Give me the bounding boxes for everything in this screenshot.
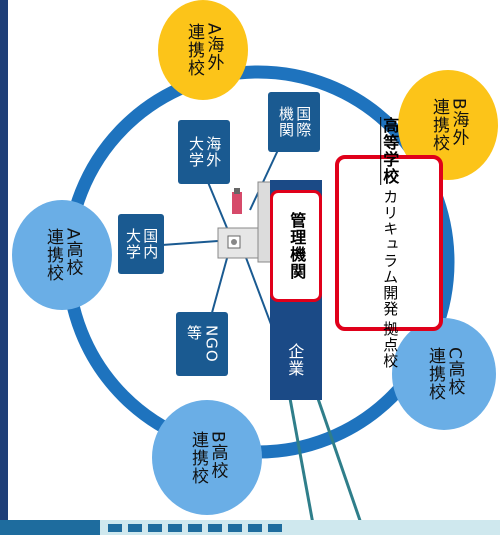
management-organization-box: 管理機関 <box>270 190 322 302</box>
connector-intl-org <box>249 149 279 211</box>
bottom-bar-solid <box>0 520 100 535</box>
high-school-text: 高等学校 カリキュラム開発 拠点校 <box>380 117 400 369</box>
international-org-box: 国際 機関 <box>268 92 320 152</box>
bottom-bar <box>0 520 500 535</box>
high-school-line2: カリキュラム開発 <box>381 189 400 317</box>
domestic-university-label: 国内 大学 <box>124 228 160 260</box>
overseas-university-box: 海外 大学 <box>178 120 230 184</box>
left-frame-bar <box>0 0 8 520</box>
ngo-box: NGO 等 <box>176 312 228 376</box>
c-high-label: C高校 連携校 <box>425 347 465 401</box>
high-school-core-box: 高等学校 カリキュラム開発 拠点校 <box>335 117 443 369</box>
a-high-school-partner-node: A高校 連携校 <box>12 200 112 310</box>
b-high-label: B高校 連携校 <box>188 430 228 485</box>
domestic-university-box: 国内 大学 <box>118 214 164 274</box>
bottom-bar-dashes <box>108 524 288 532</box>
company-label: 企業 <box>285 343 305 377</box>
overseas-university-label: 海外 大学 <box>187 136 223 168</box>
a-overseas-partner-node: A海外 連携校 <box>158 0 248 100</box>
company-box: 企業 <box>270 330 318 390</box>
a-high-label: A高校 連携校 <box>43 228 83 282</box>
management-label: 管理機関 <box>287 212 307 280</box>
high-school-line3: 拠点校 <box>381 321 400 369</box>
high-school-title: 高等学校 <box>380 117 400 185</box>
c-high-school-partner-node: C高校 連携校 <box>392 318 496 430</box>
b-high-school-partner-node: B高校 連携校 <box>152 400 262 515</box>
ngo-label: NGO 等 <box>185 325 221 363</box>
a-overseas-label: A海外 連携校 <box>184 23 224 77</box>
hub-building-icon <box>217 181 273 263</box>
b-overseas-label: B海外 連携校 <box>429 98 469 152</box>
international-org-label: 国際 機関 <box>277 106 313 138</box>
